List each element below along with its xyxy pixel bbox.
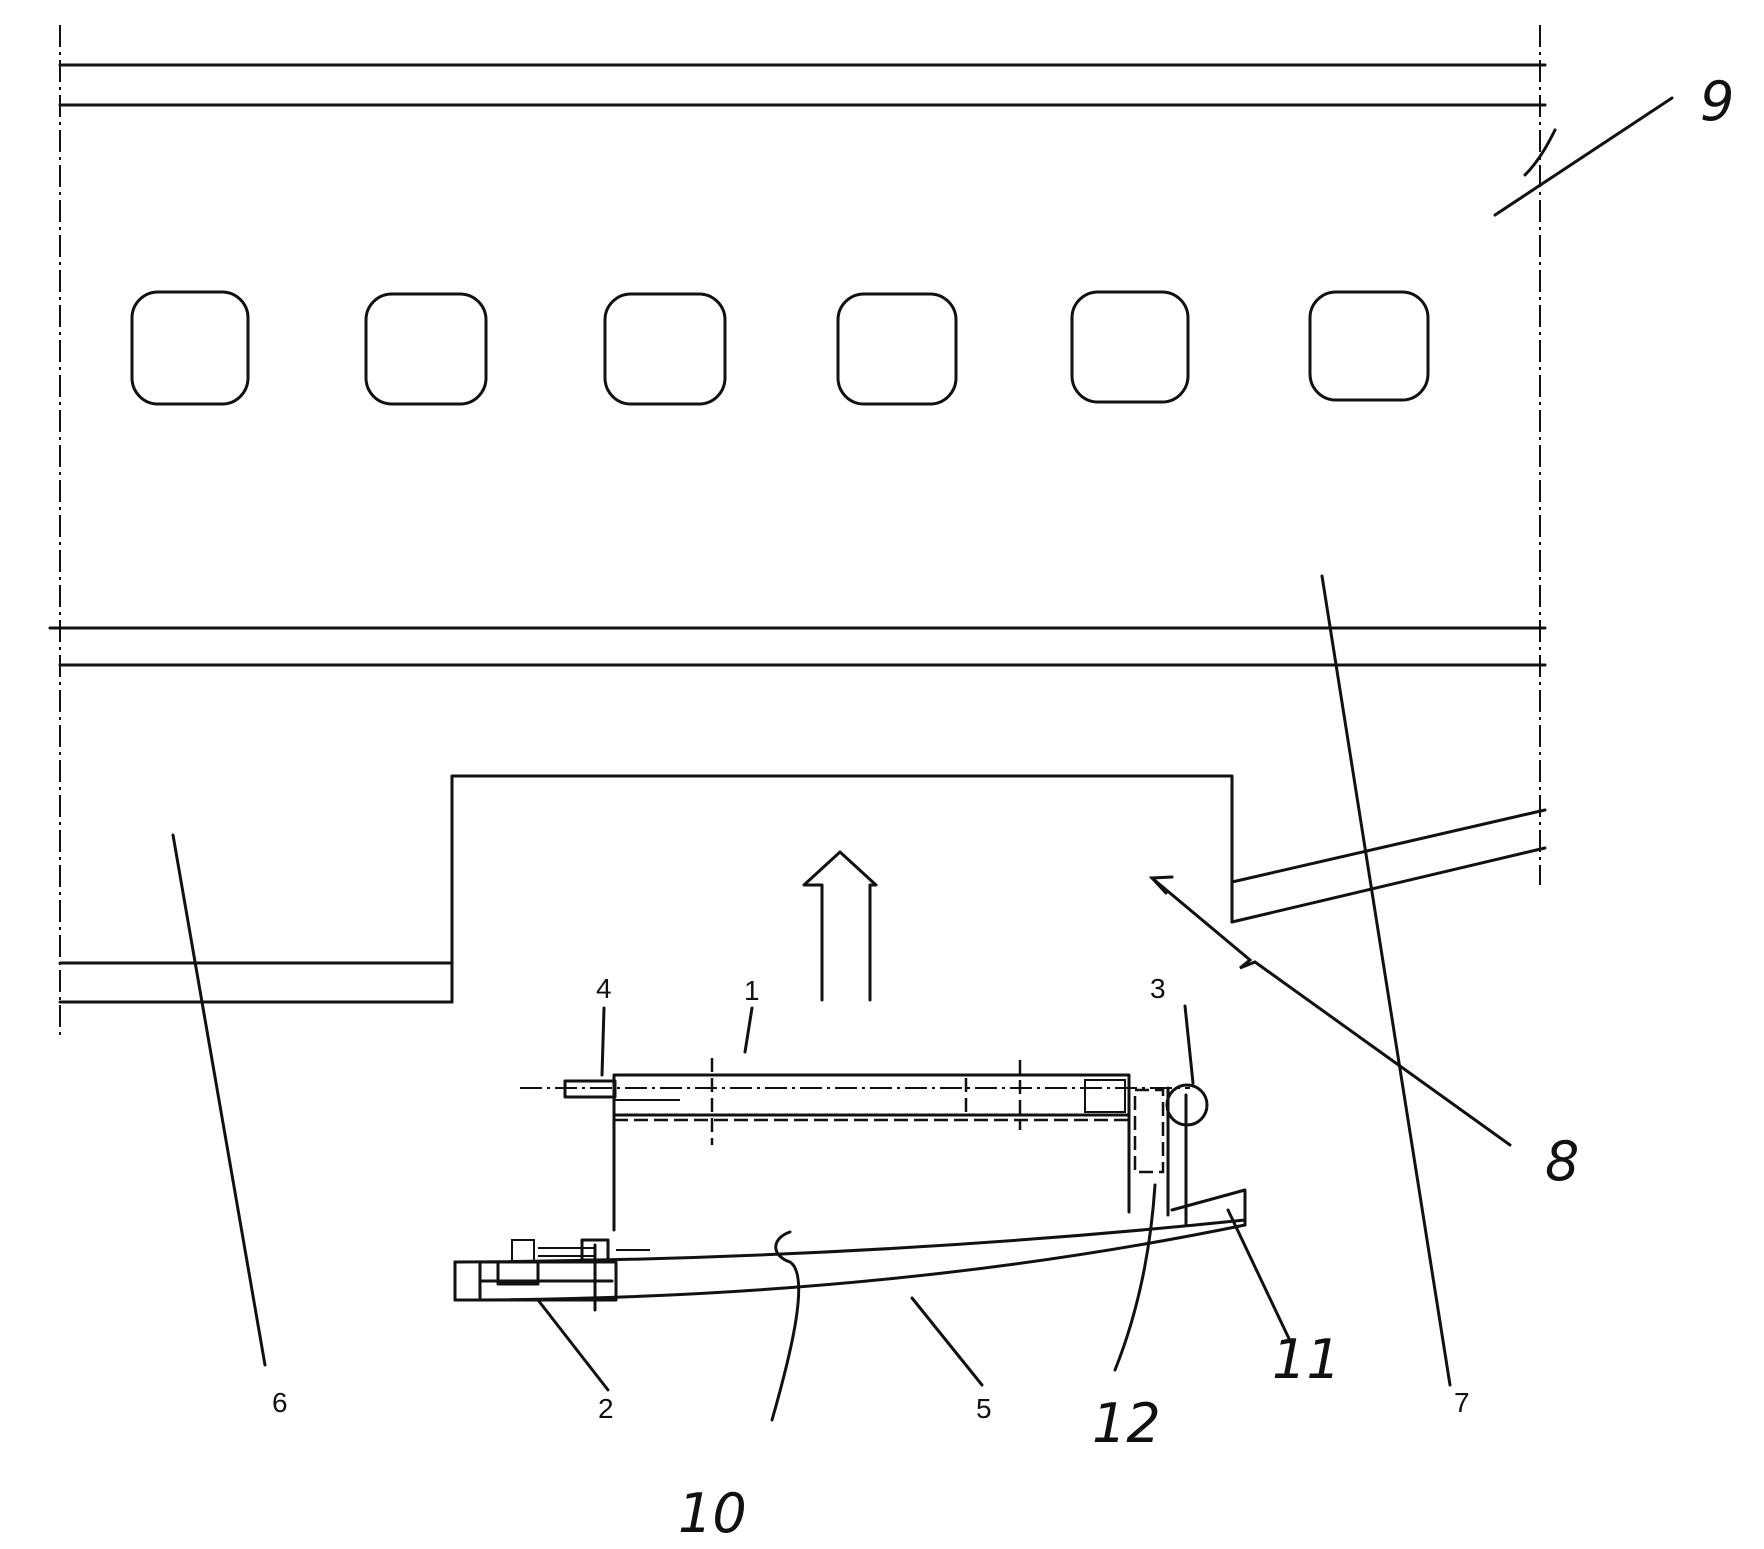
label-5: 5	[976, 1393, 992, 1424]
window	[364, 292, 488, 406]
label-11: 11	[1272, 1328, 1341, 1391]
label-10: 10	[678, 1482, 747, 1545]
label-1: 1	[744, 975, 760, 1006]
label-4: 4	[596, 973, 612, 1004]
window	[130, 290, 250, 406]
leader-lines	[171, 96, 1674, 1422]
label-2: 2	[598, 1393, 614, 1424]
fuselage-panel	[48, 25, 1547, 1035]
window	[603, 292, 727, 406]
label-9: 9	[1700, 70, 1734, 133]
reference-labels: 1 2 3 4 5 6 7 8 9 10 11 12	[272, 70, 1734, 1545]
window	[836, 292, 958, 406]
label-12: 12	[1092, 1392, 1161, 1455]
door-cutout-contour	[58, 774, 1547, 1004]
door-mechanism	[453, 1058, 1247, 1312]
label-7: 7	[1454, 1387, 1470, 1418]
up-arrow-icon	[802, 850, 878, 1002]
label-8: 8	[1545, 1130, 1579, 1193]
window	[1070, 290, 1190, 404]
mounting-bracket	[478, 1238, 650, 1312]
label-3: 3	[1150, 973, 1166, 1004]
label-6: 6	[272, 1387, 288, 1418]
window-row	[130, 290, 1430, 406]
window	[1308, 290, 1430, 402]
locking-bolt	[563, 1079, 617, 1099]
